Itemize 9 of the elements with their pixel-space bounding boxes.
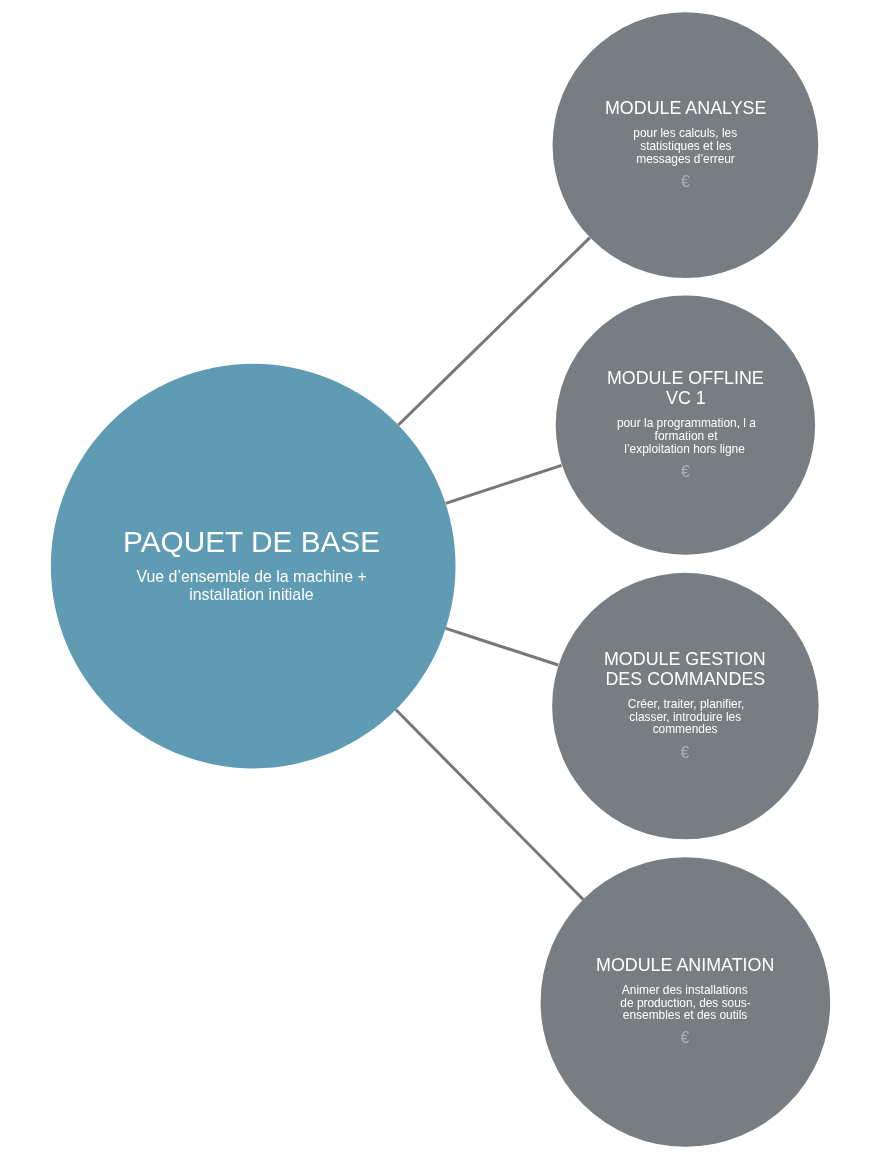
connector	[397, 236, 591, 427]
node-circle: MODULE ANIMATION Animer des installations de production, des sous-ensembles et des outils €	[540, 857, 831, 1147]
node-circle: MODULE ANALYSE pour les calculs, les statistiques et les messages d’erreur €	[552, 12, 819, 278]
node-circle: MODULE OFFLINE VC 1 pour la programmation, l a formation et l’exploitation hors ligne €	[555, 295, 816, 555]
node-circle: PAQUET DE BASE Vue d’ensemble de la machine + installation initiale	[50, 363, 456, 769]
connector	[445, 463, 563, 505]
connector	[445, 627, 559, 667]
connector	[394, 708, 585, 901]
node-circle: MODULE GESTION DES COMMANDES Créer, traiter, planifier, classer, introduire les commendes €	[552, 572, 819, 840]
